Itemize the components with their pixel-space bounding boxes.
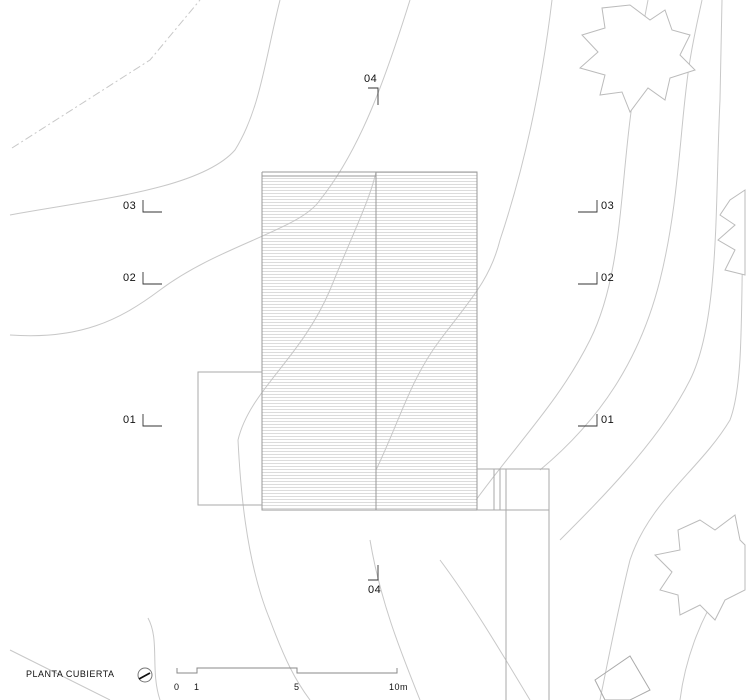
contour-lines bbox=[9, 0, 746, 700]
section-label-02-right: 02 bbox=[601, 272, 615, 284]
section-label-03-right: 03 bbox=[601, 200, 615, 212]
scale-tick-0: 0 bbox=[174, 682, 180, 692]
section-label-04-bottom: 04 bbox=[368, 584, 382, 596]
roof-panel-west bbox=[261, 175, 377, 511]
section-label-04-top: 04 bbox=[364, 73, 378, 85]
drawing-title: PLANTA CUBIERTA bbox=[26, 669, 115, 679]
scale-tick-1: 1 bbox=[194, 682, 200, 692]
section-marks bbox=[142, 87, 598, 581]
roof-panel-east bbox=[375, 171, 478, 511]
trees bbox=[578, 4, 746, 621]
scale-tick-5: 5 bbox=[294, 682, 300, 692]
scale-bar bbox=[176, 667, 398, 674]
annex-outline bbox=[197, 371, 262, 506]
north-arrow-icon bbox=[137, 667, 153, 683]
section-label-02-left: 02 bbox=[123, 272, 137, 284]
scale-tick-10m: 10m bbox=[389, 682, 409, 692]
building-roof bbox=[197, 171, 478, 511]
section-label-01-right: 01 bbox=[601, 414, 615, 426]
section-label-03-left: 03 bbox=[123, 200, 137, 212]
section-label-01-left: 01 bbox=[123, 414, 137, 426]
walkway bbox=[477, 468, 651, 700]
